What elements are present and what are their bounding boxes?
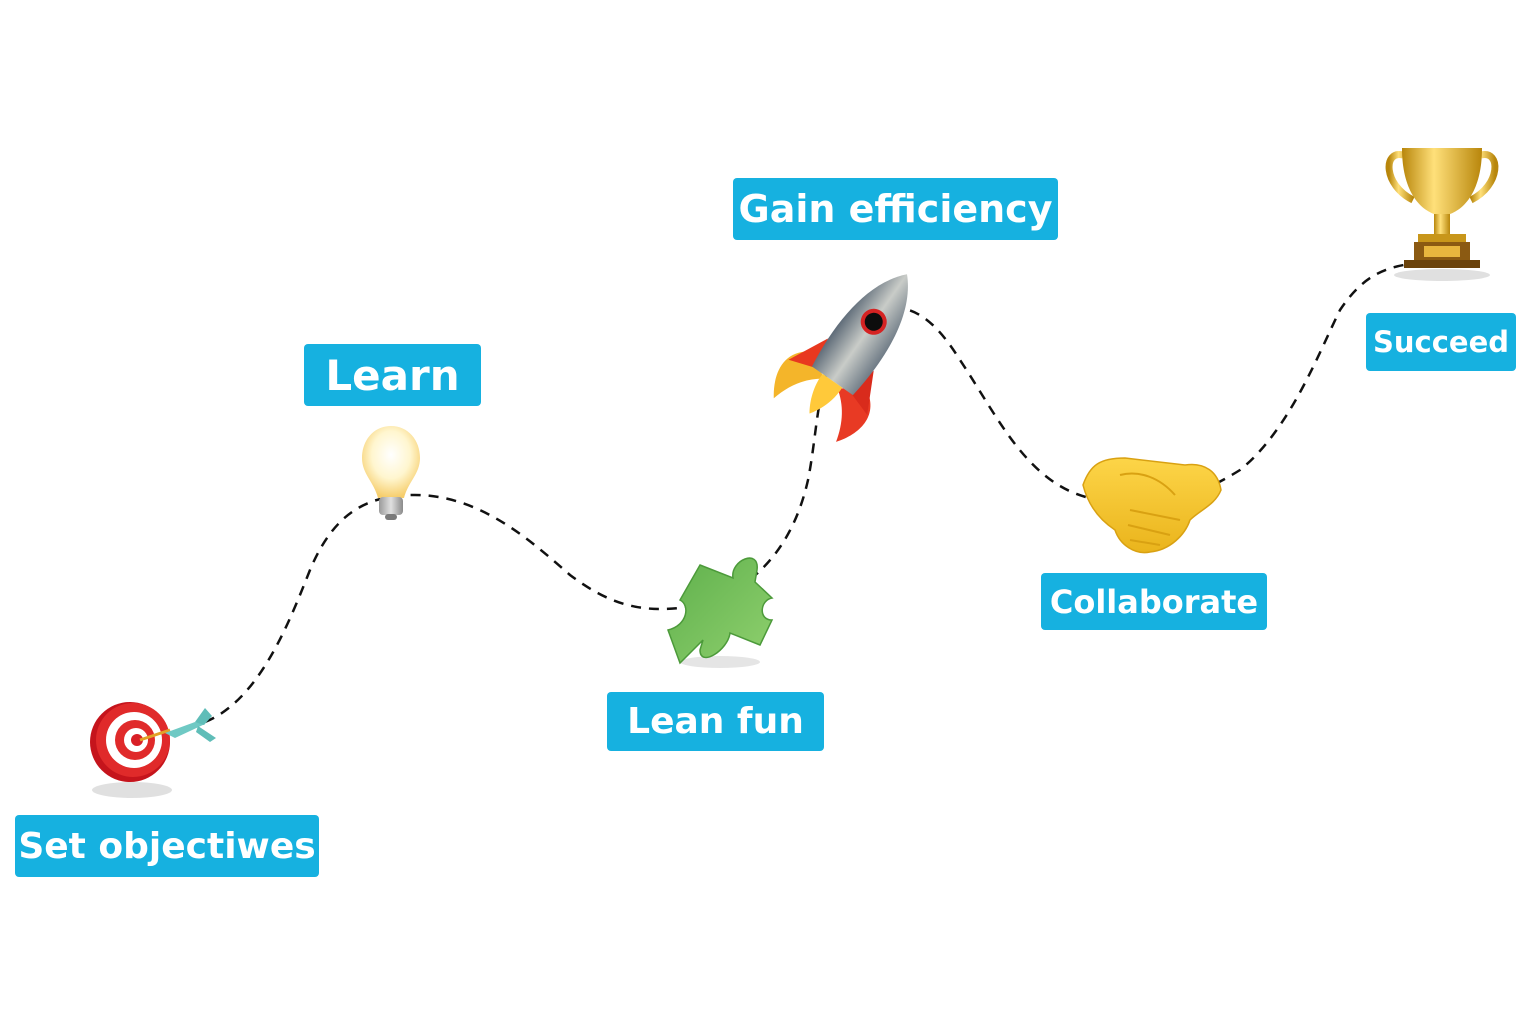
trophy-icon <box>1385 148 1499 281</box>
label-set-objectives: Set objectiwes <box>15 815 319 877</box>
label-lean-fun: Lean fun <box>607 692 824 751</box>
puzzle-piece-icon <box>667 557 774 668</box>
label-collaborate: Collaborate <box>1041 573 1267 630</box>
handshake-icon <box>1082 457 1222 554</box>
rocket-icon <box>773 274 908 442</box>
label-succeed: Succeed <box>1366 313 1516 371</box>
target-dart-icon <box>90 702 216 798</box>
light-bulb-icon <box>362 426 420 520</box>
label-learn: Learn <box>304 344 481 406</box>
dashed-route-line <box>204 262 1411 724</box>
label-gain-efficiency: Gain efficiency <box>733 178 1058 240</box>
